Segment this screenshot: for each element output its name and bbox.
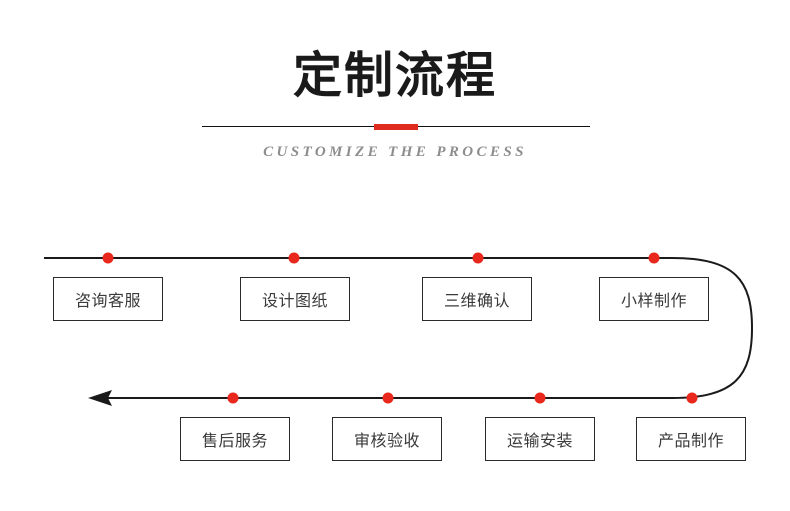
flow-step-product-manufacturing[interactable]: 产品制作 bbox=[636, 417, 746, 461]
page-subtitle: CUSTOMIZE THE PROCESS bbox=[263, 144, 527, 160]
page-title: 定制流程 bbox=[292, 47, 497, 104]
flow-marker-dot bbox=[472, 252, 484, 264]
title-divider bbox=[202, 124, 590, 130]
page-header: 定制流程 CUSTOMIZE THE PROCESS bbox=[0, 0, 790, 185]
flow-step-3d-confirmation[interactable]: 三维确认 bbox=[422, 277, 532, 321]
flow-step-after-sales-service[interactable]: 售后服务 bbox=[180, 417, 290, 461]
flow-step-review-acceptance[interactable]: 审核验收 bbox=[332, 417, 442, 461]
flow-arrowhead-icon bbox=[88, 390, 112, 406]
flow-step-sample-production[interactable]: 小样制作 bbox=[599, 277, 709, 321]
flow-marker-dot bbox=[686, 392, 698, 404]
flow-step-transport-installation[interactable]: 运输安装 bbox=[485, 417, 595, 461]
flow-marker-dot bbox=[102, 252, 114, 264]
flow-marker-dot bbox=[534, 392, 546, 404]
flow-marker-dot bbox=[227, 392, 239, 404]
flow-marker-dot bbox=[382, 392, 394, 404]
flow-marker-dot bbox=[288, 252, 300, 264]
flow-marker-dot bbox=[648, 252, 660, 264]
divider-accent-bar bbox=[374, 124, 418, 130]
flow-step-design-drawing[interactable]: 设计图纸 bbox=[240, 277, 350, 321]
flow-line-uturn bbox=[671, 257, 754, 399]
flow-step-consult-service[interactable]: 咨询客服 bbox=[53, 277, 163, 321]
